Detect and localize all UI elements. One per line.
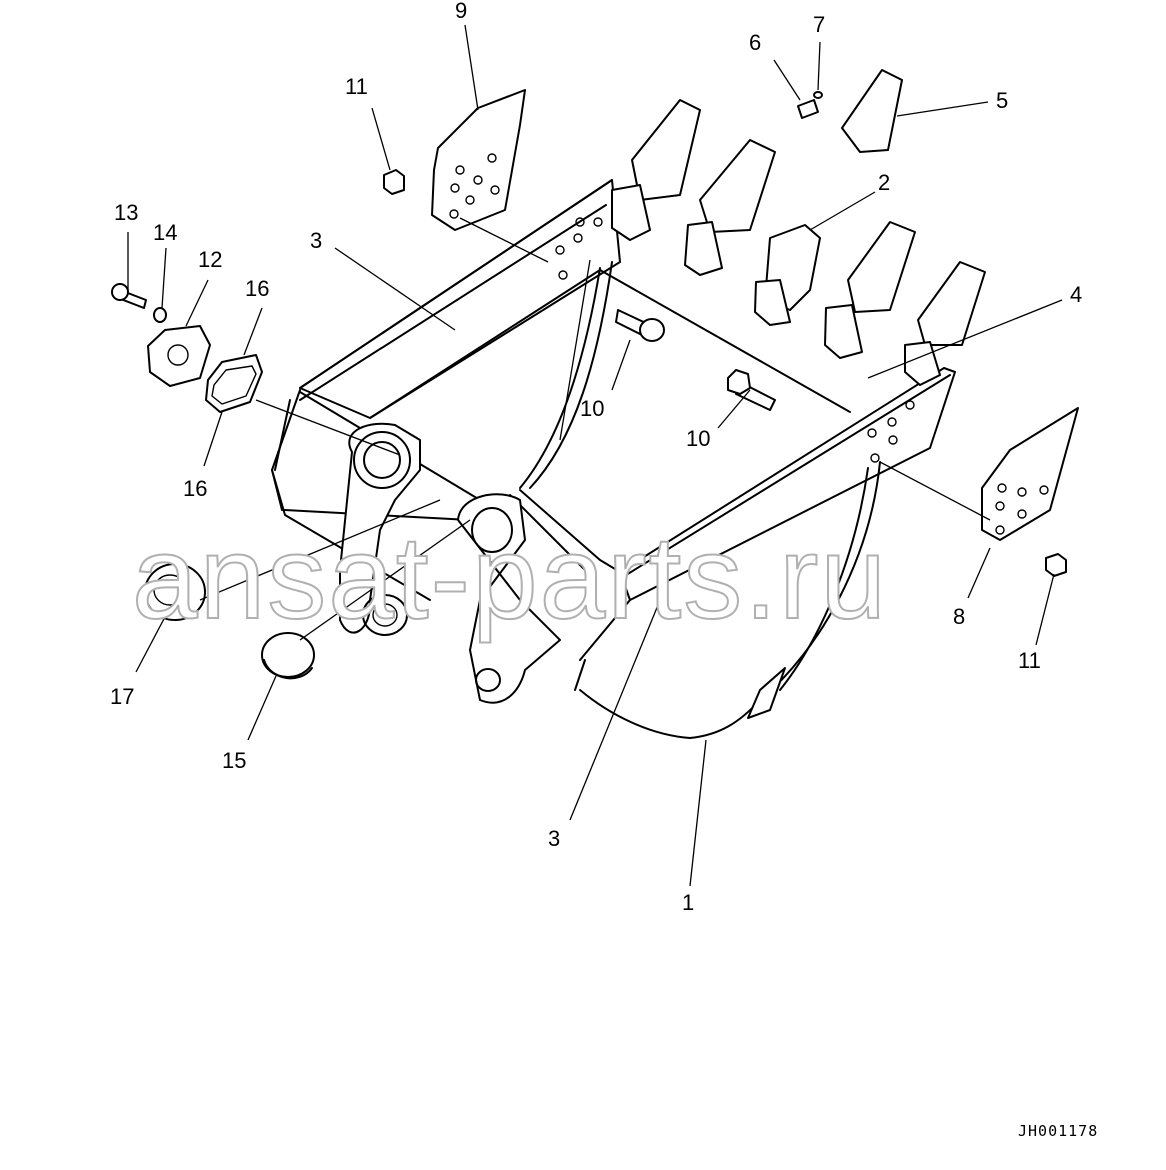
tooth-5 <box>904 261 986 386</box>
callout-10-left: 10 <box>580 396 604 421</box>
link-bracket-left <box>339 422 421 636</box>
washer-14 <box>153 307 167 323</box>
plate-12 <box>147 325 211 387</box>
seal-17 <box>144 563 206 621</box>
link-bracket-right <box>457 493 561 704</box>
pin-part <box>797 99 819 119</box>
drawing-code: JH001178 <box>1018 1122 1098 1140</box>
nut-right <box>1045 553 1067 577</box>
callout-9: 9 <box>455 0 467 23</box>
callout-4: 4 <box>1070 282 1082 307</box>
tooth-2 <box>684 139 776 276</box>
bolt-right <box>727 369 776 411</box>
callout-8: 8 <box>953 604 965 629</box>
callout-3-top: 3 <box>310 228 322 253</box>
side-cutter-right <box>981 407 1079 541</box>
callout-7: 7 <box>813 12 825 37</box>
callout-1: 1 <box>682 890 694 915</box>
callout-10-right: 10 <box>686 426 710 451</box>
callout-12: 12 <box>198 247 222 272</box>
callout-13: 13 <box>114 200 138 225</box>
teeth-row <box>611 69 986 386</box>
callout-numbers: 1 2 3 3 4 5 6 7 8 9 10 10 11 11 12 13 14… <box>110 0 1082 915</box>
callout-5: 5 <box>996 88 1008 113</box>
tooth-1 <box>611 99 701 241</box>
leader-lines <box>127 24 1063 887</box>
callout-16-top: 16 <box>245 276 269 301</box>
callout-16-bottom: 16 <box>183 476 207 501</box>
lock-part <box>813 91 823 99</box>
callout-3-bottom: 3 <box>548 826 560 851</box>
callout-11-left: 11 <box>345 74 368 99</box>
callout-6: 6 <box>749 30 761 55</box>
callout-15: 15 <box>222 748 246 773</box>
callout-14: 14 <box>153 220 177 245</box>
bolt-left <box>615 309 665 342</box>
side-cutter-left <box>431 89 526 231</box>
tooth-4 <box>824 221 916 359</box>
callout-17: 17 <box>110 684 134 709</box>
shim-16 <box>205 354 263 413</box>
watermark: ansat-parts.ru <box>132 512 888 644</box>
callout-11-right: 11 <box>1018 648 1041 673</box>
bucket-body <box>271 179 956 739</box>
callout-2: 2 <box>878 170 890 195</box>
bushing-15 <box>261 632 315 680</box>
tooth-loose <box>841 69 903 153</box>
tooth-3 <box>754 224 821 326</box>
nut-left <box>383 169 405 195</box>
